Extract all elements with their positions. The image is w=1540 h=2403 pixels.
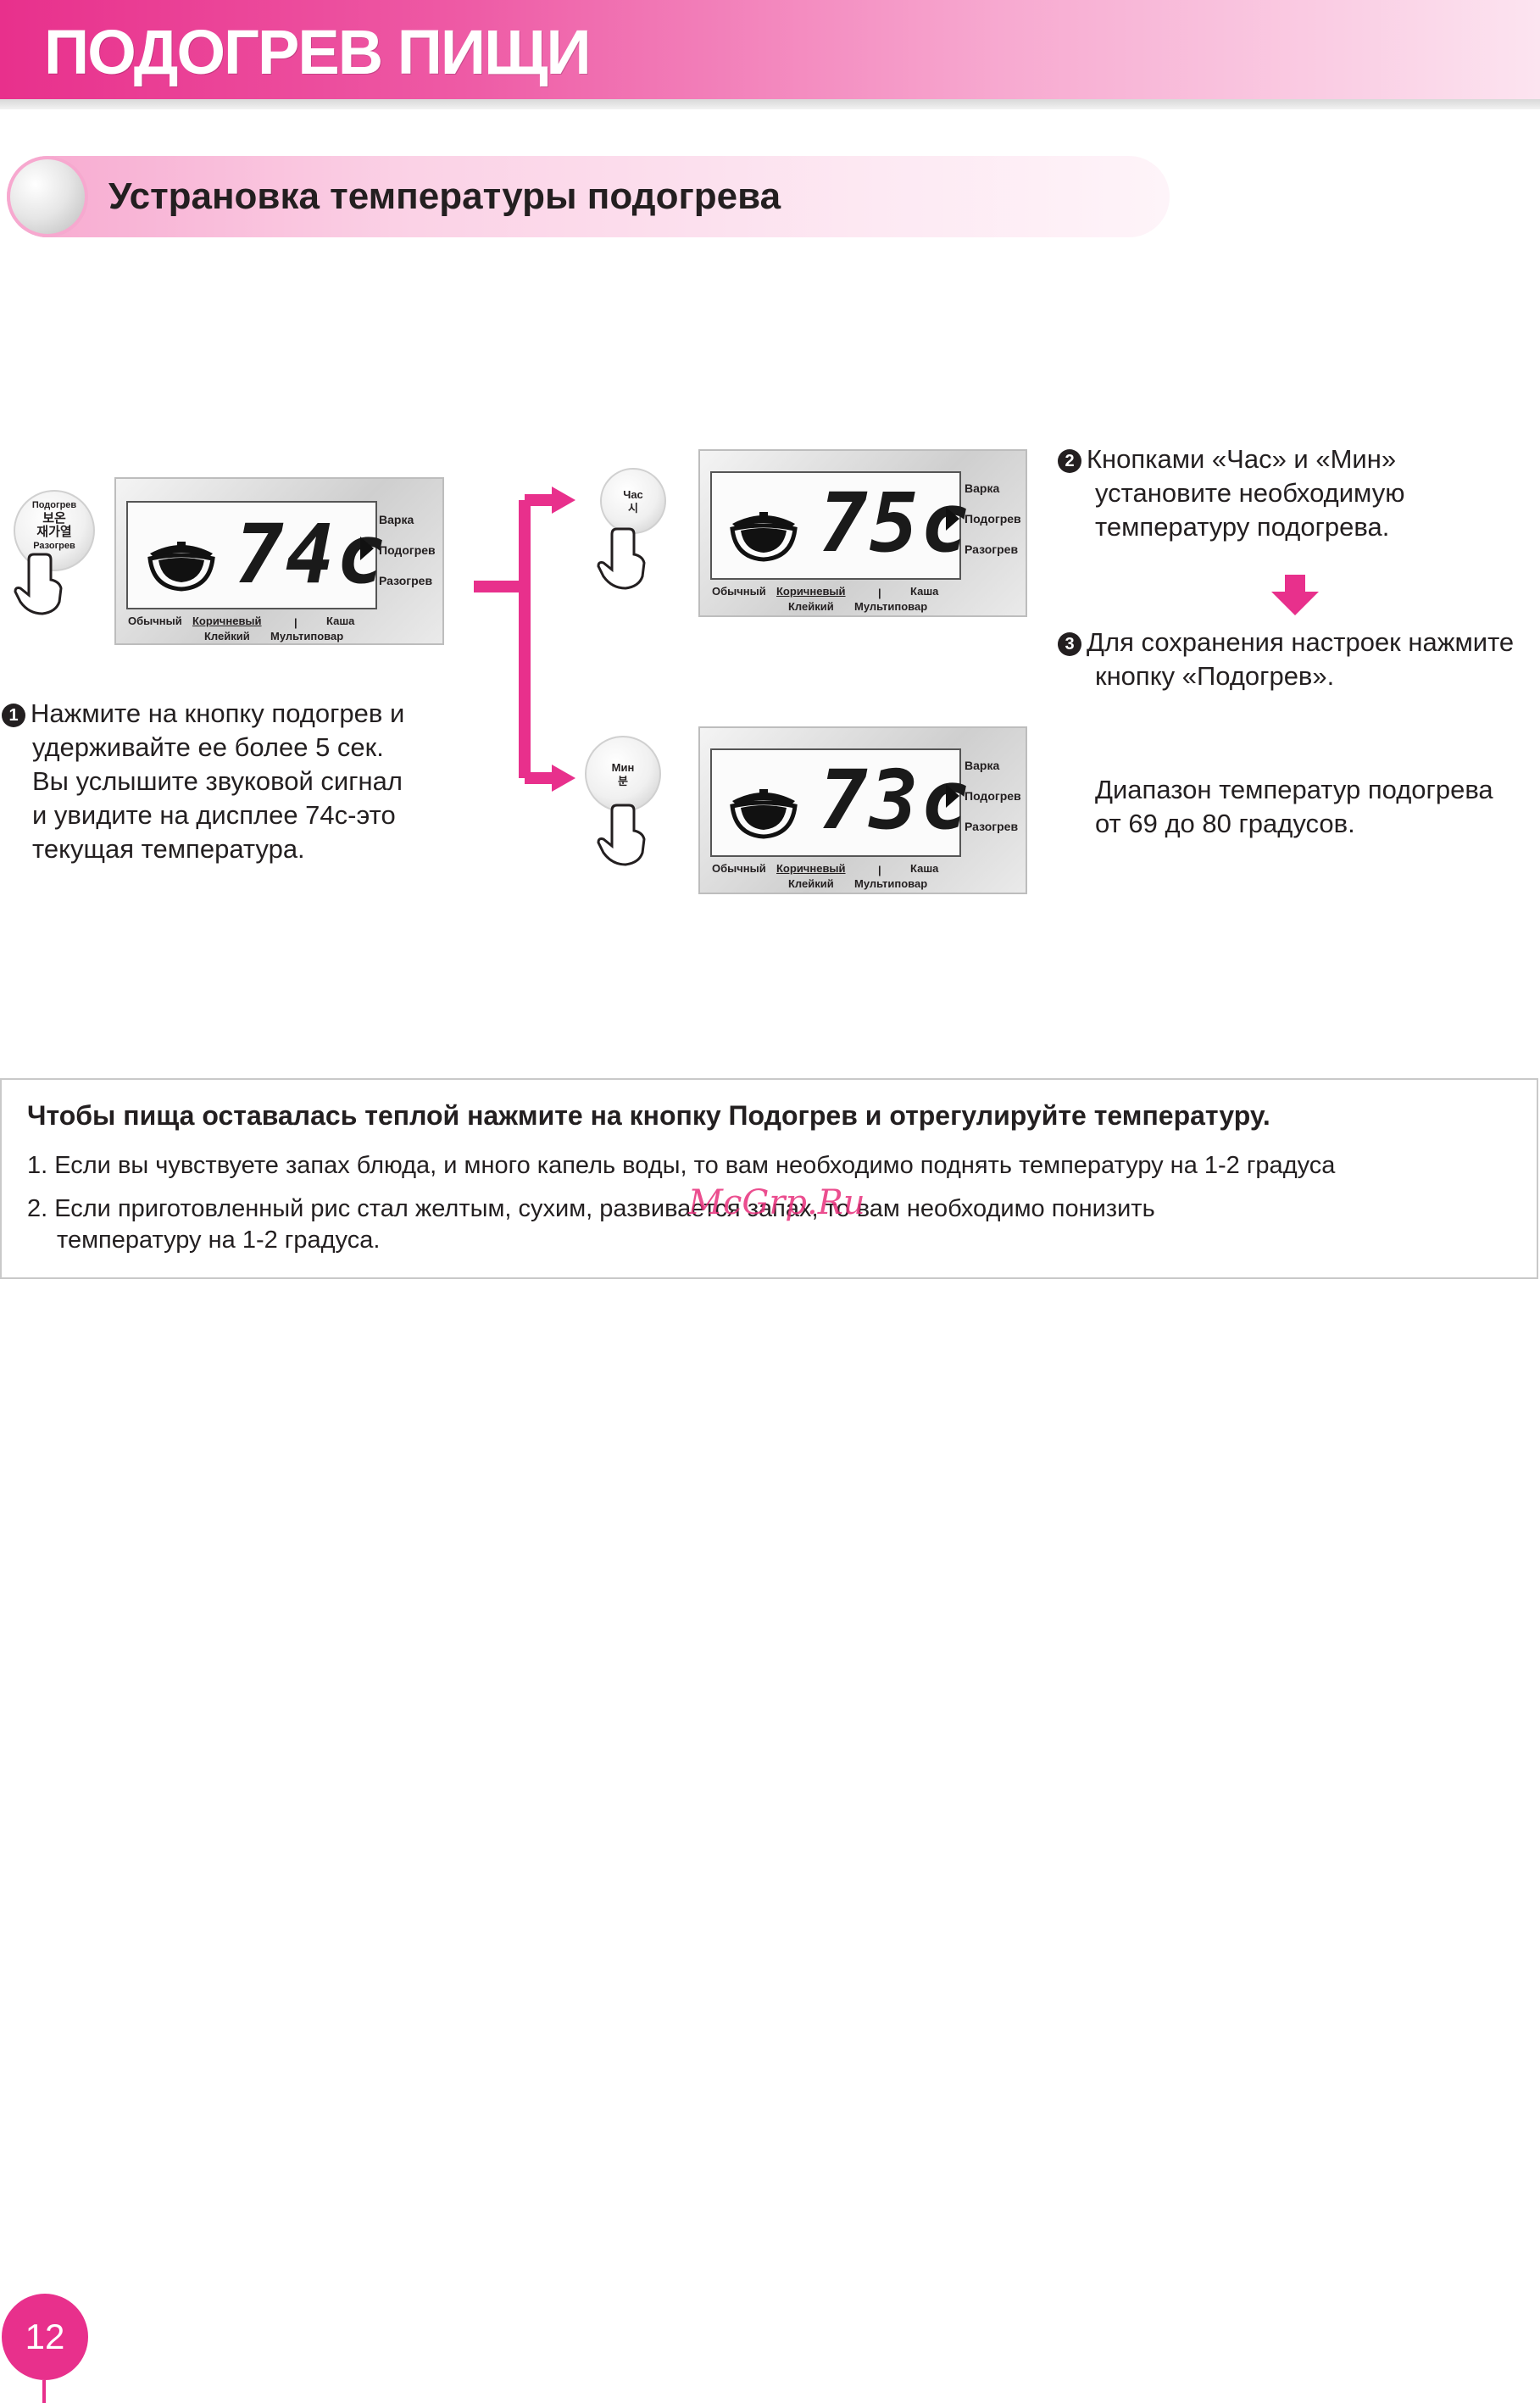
mode-label-podogrev: Подогрев — [965, 512, 1021, 526]
tips-item-2-continued: температуру на 1-2 градуса. — [57, 1227, 381, 1254]
menu-porridge: Каша — [326, 615, 355, 627]
step-1-line-5: текущая температура. — [32, 834, 305, 864]
page-number-line — [42, 2380, 46, 2403]
mode-label-razogrev: Разогрев — [379, 574, 433, 587]
header-band — [0, 0, 1540, 99]
hand-pointer-icon — [14, 553, 63, 615]
step-1-line-2: удерживайте ее более 5 сек. — [32, 732, 384, 762]
pot-icon — [147, 542, 215, 592]
hour-button-korean: 시 — [628, 502, 638, 515]
menu-brown: Коричневый — [776, 585, 846, 598]
mode-label-varka: Варка — [965, 759, 1000, 772]
menu-sticky: Клейкий — [204, 630, 250, 642]
tips-box — [0, 1078, 1538, 1279]
mode-label-varka: Варка — [965, 481, 1000, 495]
watermark: McGrp.Ru — [688, 1183, 865, 1222]
mode-indicator-arrow — [946, 784, 959, 808]
menu-porridge: Каша — [910, 862, 939, 875]
minute-button-korean: 분 — [618, 775, 628, 787]
step-2-number: 2 — [1058, 449, 1081, 473]
hand-pointer-icon — [597, 527, 646, 590]
step-1-line-3: Вы услышите звуковой сигнал — [32, 766, 403, 796]
tips-item-1: 1. Если вы чувствуете запах блюда, и мно… — [27, 1152, 1336, 1179]
step-2-line-3: температуру подогрева. — [1095, 512, 1390, 542]
mode-indicator-arrow — [360, 537, 374, 560]
arrow-down-icon — [1271, 575, 1319, 615]
step-1-number: 1 — [2, 704, 25, 727]
mode-indicator-arrow — [946, 507, 959, 531]
warm-button-bottom-label: Разогрев — [33, 541, 75, 551]
mode-label-razogrev: Разогрев — [965, 820, 1019, 833]
header-divider — [0, 99, 1540, 109]
warm-button-korean-1: 보온 — [42, 511, 66, 526]
menu-multicooker: Мультиповар — [270, 630, 344, 642]
step-2-line-2: установите необходимую — [1095, 478, 1405, 508]
menu-separator: | — [878, 864, 881, 876]
menu-sticky: Клейкий — [788, 600, 834, 613]
pot-icon — [730, 789, 798, 839]
warm-button-korean-2: 재가열 — [36, 525, 72, 539]
section-heading-bar — [7, 156, 1170, 237]
temperature-display: 75c — [819, 476, 971, 570]
branch-arrows — [474, 487, 575, 792]
menu-brown: Коричневый — [192, 615, 262, 627]
temperature-range-text: Диапазон температур подогрева от 69 до 8… — [1095, 773, 1536, 841]
pot-icon — [730, 512, 798, 562]
lcd-panel-1: 74c Варка Подогрев Разогрев Обычный Кори… — [114, 477, 444, 645]
step-3-number: 3 — [1058, 632, 1081, 656]
minute-button[interactable]: Мин 분 — [585, 736, 661, 812]
menu-separator: | — [878, 587, 881, 599]
tips-item-2: 2. Если приготовленный рис стал желтым, … — [27, 1195, 1155, 1222]
warm-button[interactable]: Подогрев 보온 재가열 Разогрев — [14, 490, 95, 571]
menu-plain: Обычный — [712, 585, 766, 598]
lcd-panel-3: 73c Варка Подогрев Разогрев Обычный Кори… — [698, 726, 1027, 894]
menu-sticky: Клейкий — [788, 877, 834, 890]
mode-label-podogrev: Подогрев — [379, 543, 436, 557]
page-number: 12 — [2, 2294, 88, 2380]
menu-multicooker: Мультиповар — [854, 877, 928, 890]
step-3-line-2: кнопку «Подогрев». — [1095, 661, 1335, 691]
temperature-display: 73c — [819, 753, 971, 848]
lcd-panel-2: 75c Варка Подогрев Разогрев Обычный Кори… — [698, 449, 1027, 617]
section-title: Устрановка температуры подогрева — [108, 175, 781, 217]
step-1-line-4: и увидите на дисплее 74с-это — [32, 800, 396, 830]
menu-separator: | — [294, 616, 297, 629]
mode-label-razogrev: Разогрев — [965, 542, 1019, 556]
section-bullet-icon — [7, 156, 88, 237]
range-line-1: Диапазон температур подогрева — [1095, 775, 1493, 804]
page-title: ПОДОГРЕВ ПИЩИ — [44, 17, 592, 87]
hour-button[interactable]: Час 시 — [600, 468, 666, 534]
warm-button-top-label: Подогрев — [31, 500, 77, 510]
mode-label-varka: Варка — [379, 513, 414, 526]
menu-multicooker: Мультиповар — [854, 600, 928, 613]
hand-pointer-icon — [597, 804, 646, 866]
tips-heading: Чтобы пища оставалась теплой нажмите на … — [27, 1100, 1270, 1131]
menu-porridge: Каша — [910, 585, 939, 598]
range-line-2: от 69 до 80 градусов. — [1095, 809, 1355, 838]
mode-label-podogrev: Подогрев — [965, 789, 1021, 803]
menu-plain: Обычный — [712, 862, 766, 875]
menu-brown: Коричневый — [776, 862, 846, 875]
menu-plain: Обычный — [128, 615, 182, 627]
minute-button-label: Мин — [611, 761, 635, 774]
temperature-display: 74c — [235, 507, 387, 602]
hour-button-label: Час — [623, 488, 643, 501]
